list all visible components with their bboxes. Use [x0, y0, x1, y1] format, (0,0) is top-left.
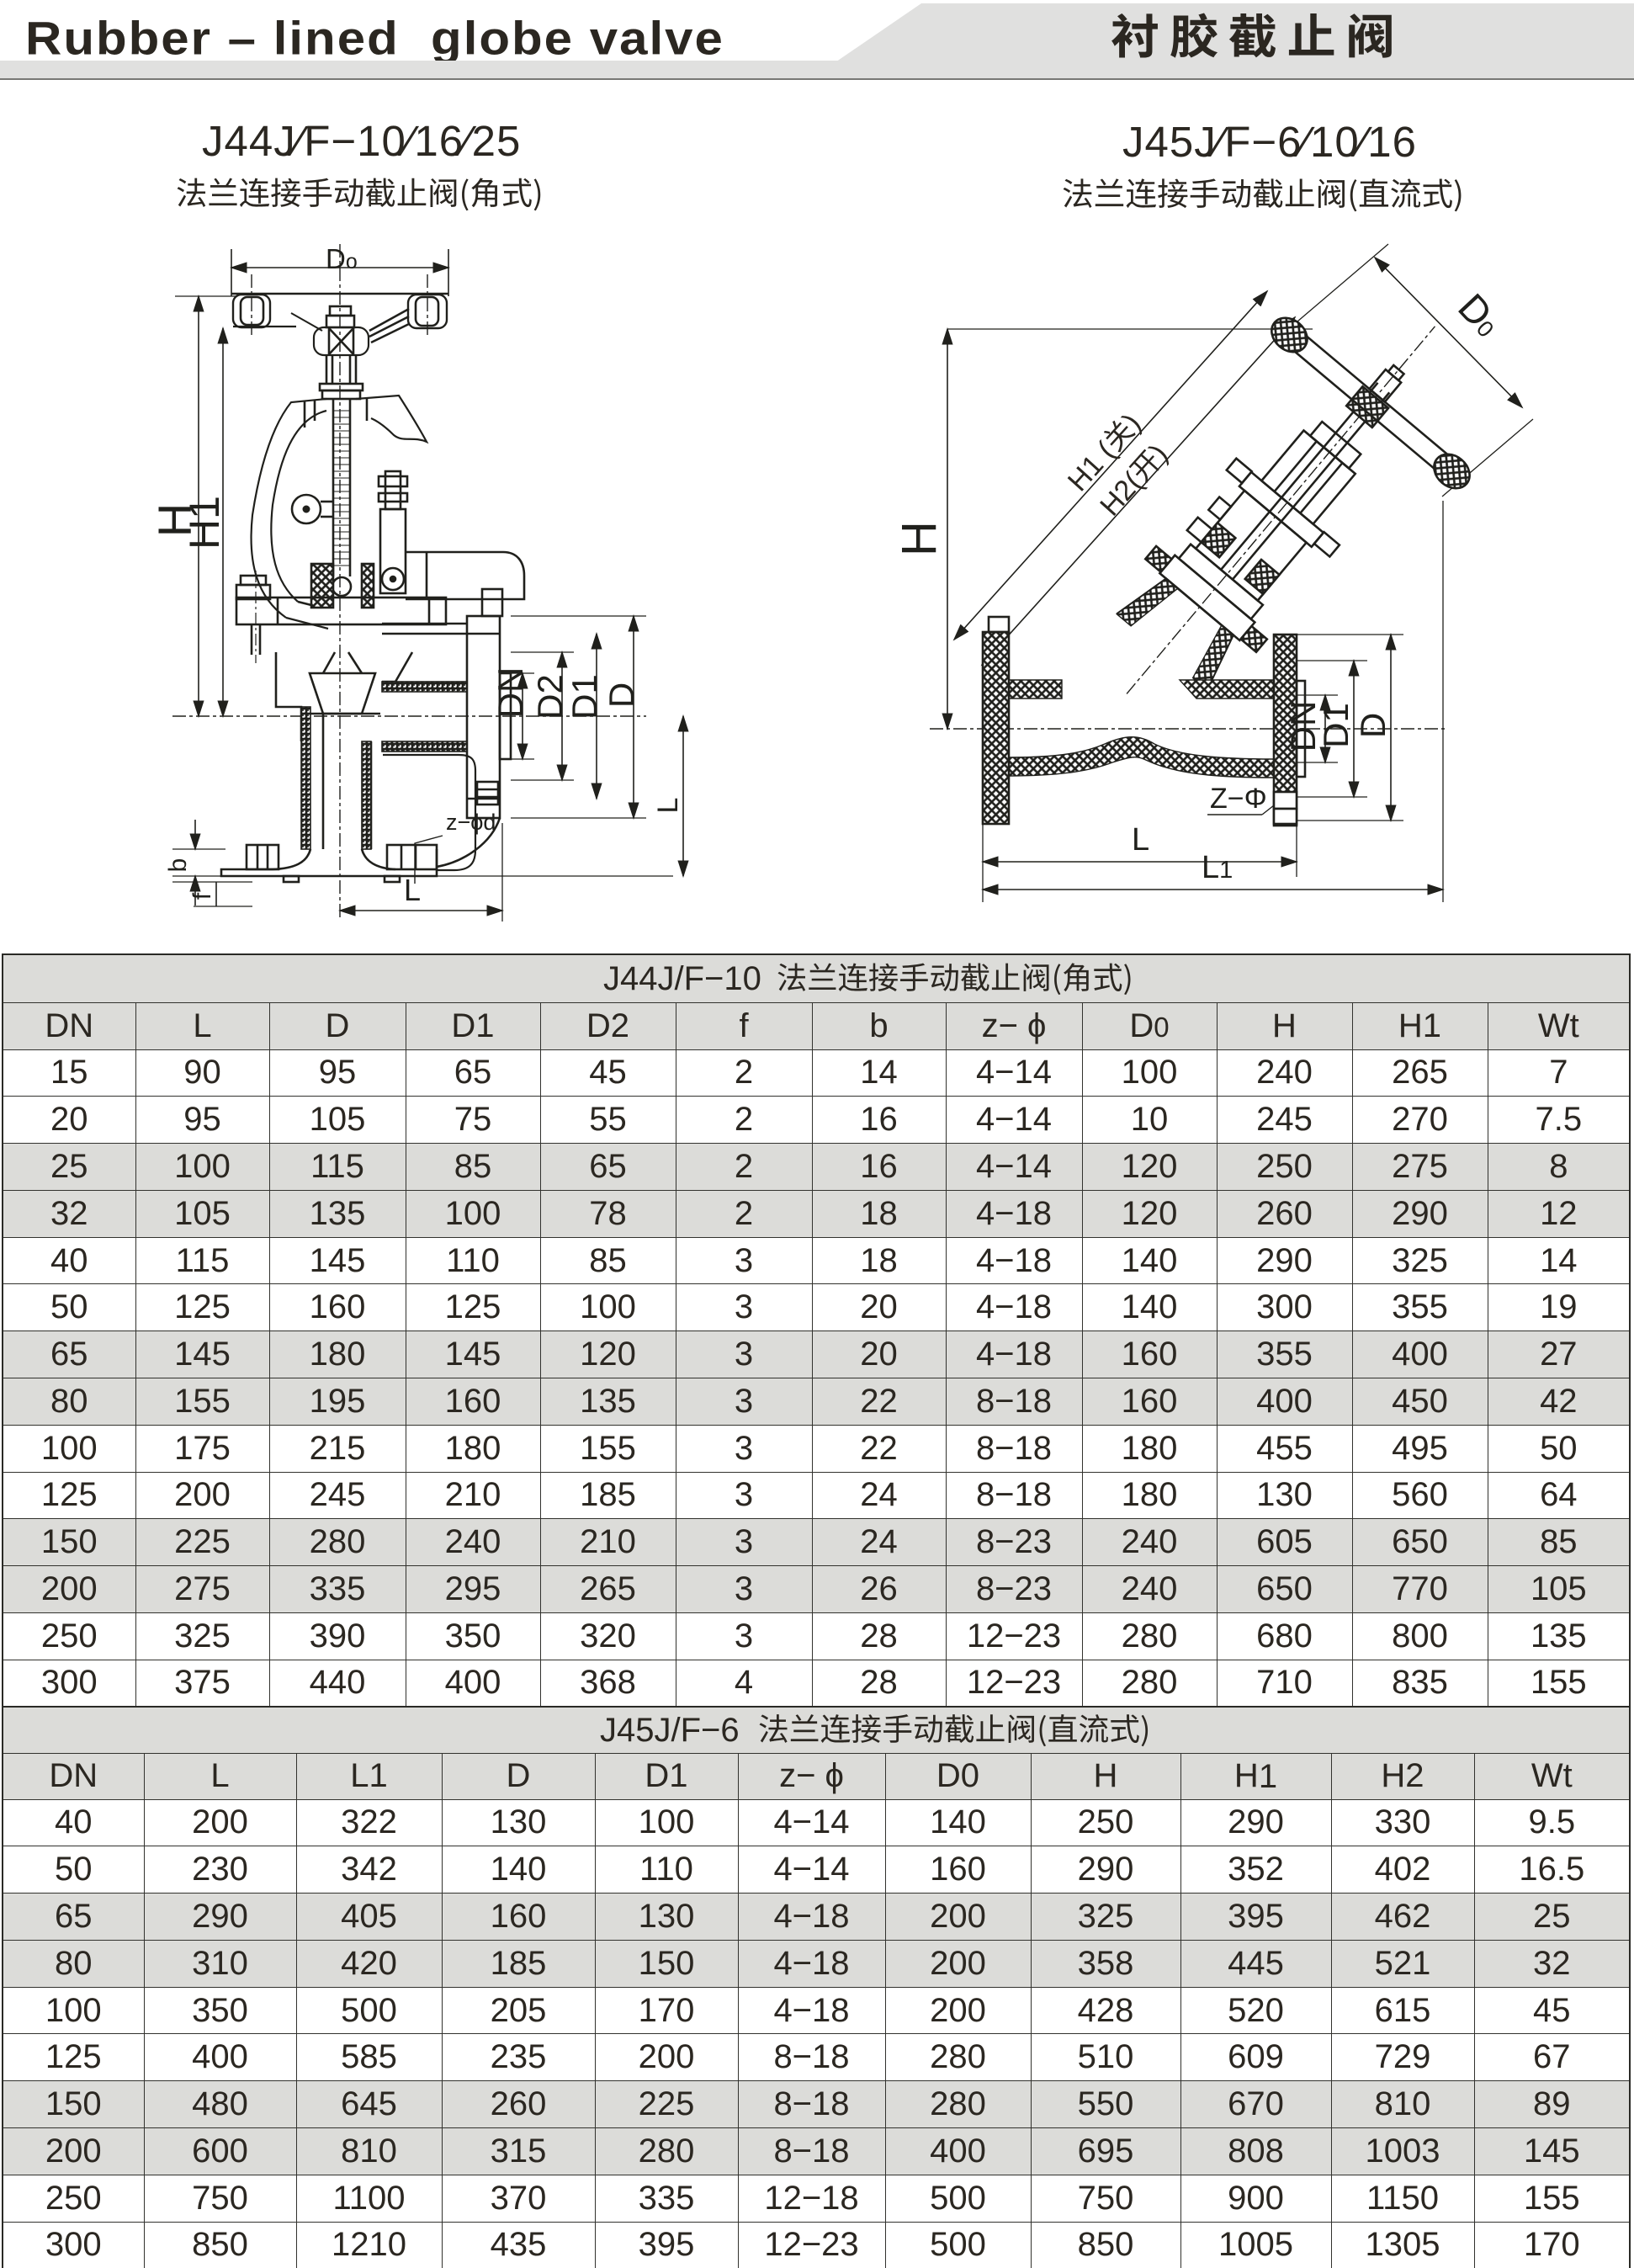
svg-text:DN: DN — [1283, 701, 1323, 752]
svg-text:H: H — [148, 503, 201, 537]
svg-text:f: f — [188, 892, 216, 900]
svg-text:D1: D1 — [1316, 703, 1355, 748]
svg-text:H1: H1 — [181, 496, 228, 550]
svg-text:L1: L1 — [1202, 850, 1233, 885]
svg-text:DN: DN — [491, 667, 530, 719]
svg-text:b: b — [164, 858, 192, 873]
svg-text:D2: D2 — [530, 674, 570, 720]
svg-text:z−ϕd: z−ϕd — [446, 810, 496, 835]
svg-text:D: D — [1353, 713, 1393, 738]
svg-text:D: D — [602, 683, 641, 708]
svg-text:L: L — [404, 873, 421, 907]
svg-text:J45J/F−6: J45J/F−6 — [600, 1712, 740, 1749]
svg-text:H: H — [892, 521, 947, 556]
svg-text:L: L — [1132, 822, 1149, 858]
svg-text:J44J/F−10: J44J/F−10 — [603, 960, 761, 997]
svg-text:D1: D1 — [565, 674, 604, 720]
svg-text:Z−Φ: Z−Φ — [1210, 783, 1267, 815]
svg-text:L: L — [652, 798, 684, 814]
